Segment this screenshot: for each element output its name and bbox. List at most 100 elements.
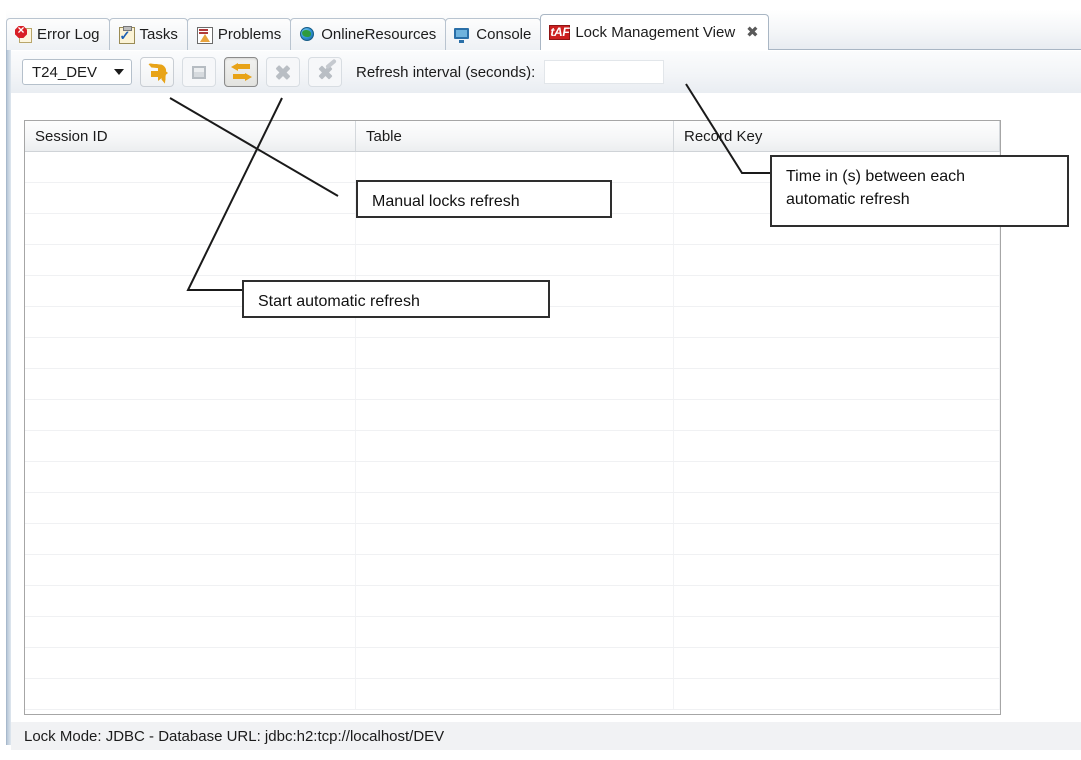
view-accent-stripe [6,10,11,745]
globe-icon [299,26,316,43]
table-cell-record-key [674,369,1000,399]
table-row[interactable] [25,648,1000,679]
refresh-interval-input[interactable] [544,60,665,84]
table-cell-table [356,307,674,337]
table-cell-session-id [25,679,356,709]
table-cell-record-key [674,555,1000,585]
table-cell-record-key [674,648,1000,678]
table-cell-session-id [25,431,356,461]
annotation-automatic-refresh-interval: Time in (s) between each automatic refres… [770,155,1069,227]
tab-tasks[interactable]: ✓ Tasks [108,18,188,50]
tasks-icon: ✓ [118,26,135,44]
table-cell-session-id [25,245,356,275]
stop-icon [192,65,206,79]
delete-lock-icon [274,63,292,81]
table-row[interactable] [25,679,1000,710]
tab-strip: Error Log ✓ Tasks Problems OnlineResourc… [6,10,769,50]
view-toolbar: T24_DEV Refresh interval (sec [11,51,1081,93]
table-cell-table [356,493,674,523]
table-cell-table [356,183,674,213]
tab-problems[interactable]: Problems [186,18,292,50]
start-auto-refresh-button[interactable] [140,57,174,87]
table-cell-session-id [25,369,356,399]
table-row[interactable] [25,431,1000,462]
manual-refresh-icon [230,62,253,83]
table-cell-table [356,679,674,709]
table-cell-record-key [674,307,1000,337]
table-cell-table [356,462,674,492]
tab-label: OnlineResources [321,26,437,43]
table-cell-table [356,152,674,182]
table-row[interactable] [25,586,1000,617]
table-row[interactable] [25,555,1000,586]
table-row[interactable] [25,338,1000,369]
table-cell-table [356,369,674,399]
table-cell-record-key [674,617,1000,647]
table-header-row: Session ID Table Record Key [25,120,1000,152]
table-cell-table [356,400,674,430]
tab-label: Error Log [37,26,100,43]
table-cell-table [356,431,674,461]
status-bar-text: Lock Mode: JDBC - Database URL: jdbc:h2:… [24,727,445,745]
table-cell-session-id [25,214,356,244]
problems-icon [196,26,213,44]
table-cell-record-key [674,245,1000,275]
table-cell-record-key [674,338,1000,368]
table-row[interactable] [25,369,1000,400]
tab-lock-management-view[interactable]: tAF Lock Management View ✖ [540,14,769,50]
table-row[interactable] [25,214,1000,245]
annotation-line: Start automatic refresh [258,293,420,310]
column-header-session-id[interactable]: Session ID [25,121,356,151]
table-row[interactable] [25,524,1000,555]
tab-online-resources[interactable]: OnlineResources [290,18,447,50]
connection-select-value: T24_DEV [32,63,98,81]
table-row[interactable] [25,462,1000,493]
console-icon [454,26,471,43]
stop-auto-refresh-button [182,57,216,87]
table-cell-session-id [25,617,356,647]
table-cell-table [356,586,674,616]
delete-lock-button [266,57,300,87]
table-cell-table [356,617,674,647]
table-row[interactable] [25,617,1000,648]
table-cell-record-key [674,679,1000,709]
annotation-line: Time in (s) between each [786,168,966,185]
manual-locks-refresh-button[interactable] [224,57,258,87]
status-bar: Lock Mode: JDBC - Database URL: jdbc:h2:… [11,722,1081,750]
table-cell-record-key [674,276,1000,306]
table-cell-record-key [674,214,1000,244]
tab-label: Tasks [139,26,178,43]
table-cell-record-key [674,524,1000,554]
table-cell-record-key [674,462,1000,492]
column-header-record-key[interactable]: Record Key [674,121,1000,151]
annotation-line: automatic refresh [786,191,910,209]
table-cell-table [356,245,674,275]
view-tab-bar: Error Log ✓ Tasks Problems OnlineResourc… [6,10,1081,50]
table-cell-session-id [25,307,356,337]
table-cell-record-key [674,586,1000,616]
table-cell-session-id [25,462,356,492]
table-cell-session-id [25,648,356,678]
delete-all-locks-button [308,57,342,87]
table-cell-session-id [25,586,356,616]
table-cell-session-id [25,183,356,213]
table-cell-session-id [25,493,356,523]
table-cell-session-id [25,152,356,182]
connection-select[interactable]: T24_DEV [22,59,132,85]
table-row[interactable] [25,400,1000,431]
table-row[interactable] [25,307,1000,338]
taf-badge-icon: tAF [549,25,571,40]
tab-error-log[interactable]: Error Log [6,18,110,50]
refresh-interval-label: Refresh interval (seconds): [356,63,536,81]
table-cell-record-key [674,493,1000,523]
table-cell-table [356,214,674,244]
annotation-start-automatic-refresh: Start automatic refresh [242,280,550,318]
annotation-manual-locks-refresh: Manual locks refresh [356,180,612,218]
column-header-table[interactable]: Table [356,121,674,151]
close-icon[interactable]: ✖ [746,24,759,41]
tab-label: Problems [217,26,282,43]
tab-console[interactable]: Console [445,18,542,50]
table-row[interactable] [25,493,1000,524]
table-row[interactable] [25,245,1000,276]
